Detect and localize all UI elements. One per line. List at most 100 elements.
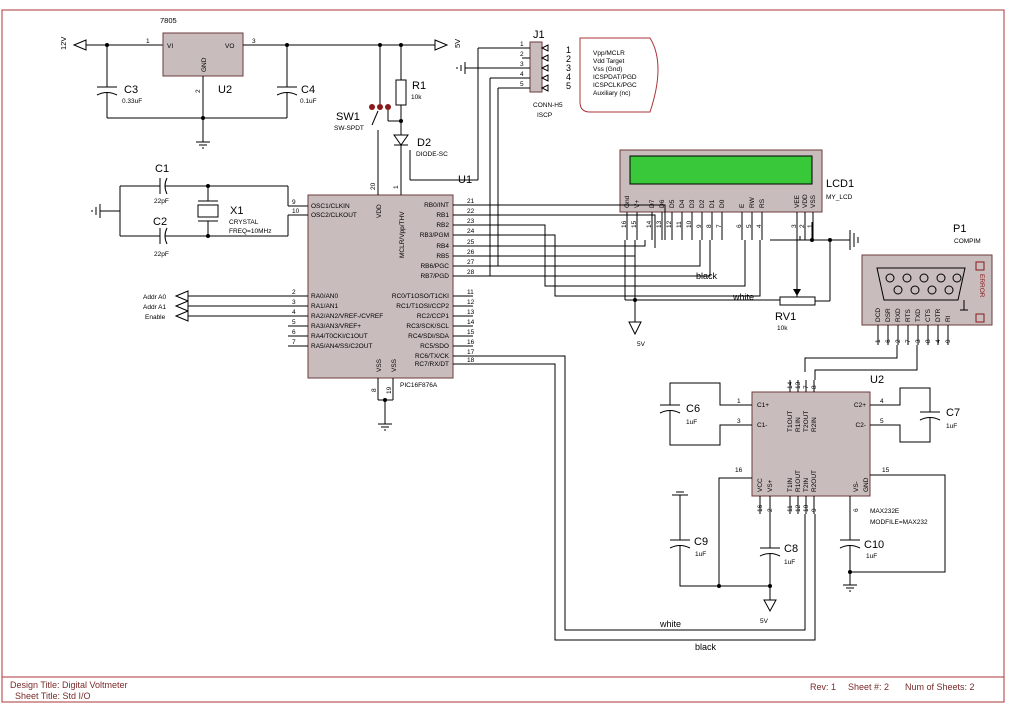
max-pin-name: T2IN [803, 478, 810, 492]
regulator-pin-gnd: 2 [195, 89, 202, 93]
p1-pin-name: DTR [935, 308, 942, 322]
c9-value: 1uF [695, 551, 706, 558]
max-pin-num: 9 [811, 508, 818, 512]
max-pin-num: 15 [882, 467, 890, 474]
oscillator: C1 22pF C2 22pF X1 CRYSTAL FREQ=10MHz [91, 163, 308, 258]
max-pin-name: VS+ [767, 479, 774, 492]
plug-pin-num: 1 [566, 45, 571, 55]
max-pin-num: 11 [787, 505, 794, 512]
c8-ref: C8 [784, 543, 798, 555]
u2b-part: MAX232E [870, 508, 900, 515]
regulator-pin-out: 3 [252, 38, 256, 45]
p1-ref: P1 [953, 223, 966, 235]
u1-pin-num: 27 [467, 259, 475, 266]
lcd-pin-name: RW [749, 196, 756, 208]
max-pin-num: 10 [803, 504, 810, 512]
u1-pin-name: RC6/TX/CK [415, 353, 450, 360]
lcd-pin-name: RS [759, 198, 766, 208]
u1-pin-num: 5 [292, 319, 296, 326]
lcd-screen [629, 155, 813, 185]
lcd-pin-name: D6 [659, 199, 666, 208]
u1-pin-name: RA1/AN1 [311, 303, 338, 310]
rev-label: Rev: 1 [810, 682, 836, 692]
max-pin-name: C2+ [854, 402, 866, 409]
r1-value: 10k [411, 94, 422, 101]
p1-pin-name: RTS [905, 308, 912, 322]
j1-ref: J1 [533, 29, 545, 41]
lcd-pin-num: 15 [631, 220, 638, 228]
plug-pin-label: Vss (Gnd) [593, 66, 622, 73]
max-supply-label: 5V [760, 618, 769, 625]
lcd-pin-num: 9 [696, 224, 703, 228]
u1-pin-num: 7 [292, 339, 296, 346]
x1-freq: FREQ=10MHz [229, 228, 271, 235]
u1-pin-name: RC0/T1OSO/T1CKI [392, 293, 449, 300]
u1-pin-num: 9 [292, 199, 296, 206]
u1-pin-num: 2 [292, 289, 296, 296]
p1-pin-name: DSR [885, 308, 892, 322]
u1-pin-name: OSC2/CLKOUT [311, 212, 357, 219]
regulator-vi: VI [167, 43, 173, 50]
u2b-model: MODFILE=MAX232 [870, 519, 928, 526]
u1-pin-num: 13 [467, 309, 475, 316]
wire-label-black-1: black [696, 271, 718, 281]
u1-pin-num: 12 [467, 299, 475, 306]
u1-pin-name: RB1 [436, 212, 449, 219]
j1-pin-num: 5 [520, 81, 524, 88]
max-pin-name: T1OUT [787, 411, 794, 432]
regulator-pin-in: 1 [146, 38, 150, 45]
c6-value: 1uF [686, 419, 697, 426]
u1-pin-num: 24 [467, 228, 475, 235]
j1-part: CONN-H5 [533, 102, 563, 109]
enable-label: Enable [145, 314, 166, 321]
db9-connector-icon [876, 267, 966, 301]
c1-ref: C1 [155, 163, 169, 175]
u1-pin-num: 18 [467, 357, 475, 364]
lcd-pin-name: D7 [649, 199, 656, 208]
wire-label-white-1: white [732, 292, 754, 302]
lcd-part: MY_LCD [826, 194, 853, 201]
max-pin-num: 14 [787, 381, 794, 389]
output-arrow-icon [434, 39, 449, 51]
u1-pin-num: 23 [467, 218, 475, 225]
u1-pin-name: RA4/T0CKI/C1OUT [311, 333, 368, 340]
p1-pin-num: 9 [945, 339, 952, 343]
lcd-pin-name: D3 [689, 199, 696, 208]
icsp-plug-outline [579, 37, 659, 113]
u1-pin20-num: 20 [370, 182, 377, 190]
p1-pin-num: 4 [935, 339, 942, 343]
u1-pin-num: 6 [292, 329, 296, 336]
max-pin-name: R1IN [795, 417, 802, 432]
compim: ERROR P1 COMPIM DCD1DSR6RXD2RTS7TXD3CTS8… [861, 223, 993, 345]
lcd-pin-num: 4 [756, 224, 763, 228]
max-pin-name: C1+ [757, 402, 769, 409]
plug-pin-num: 3 [566, 63, 571, 73]
u1-ref: U1 [458, 174, 472, 186]
u1-pin-name: RA5/AN4/SS/C2OUT [311, 343, 372, 350]
u1-pin-num: 21 [467, 198, 475, 205]
lcd-pin-num: 5 [746, 224, 753, 228]
j1-pin-num: 2 [520, 51, 524, 58]
rv1-ref: RV1 [775, 311, 796, 323]
c8-value: 1uF [784, 559, 795, 566]
p1-pin-num: 1 [875, 339, 882, 343]
d2-ref: D2 [417, 137, 431, 149]
max-pin-name: R2IN [811, 417, 818, 432]
u2b-ref: U2 [870, 374, 884, 386]
c4-value: 0.1uF [300, 98, 317, 105]
max-pin-name: C2- [856, 422, 866, 429]
p1-pin-num: 8 [925, 339, 932, 343]
u1-pin-num: 22 [467, 208, 475, 215]
u1-pin-name: RB3/PGM [420, 232, 449, 239]
j1-pin-arrow-icon [540, 84, 549, 92]
address-lines: Addr A0 Addr A1 Enable [143, 290, 288, 322]
c6-ref: C6 [686, 403, 700, 415]
u1-pin-name: RC4/SDI/SDA [408, 333, 449, 340]
p1-part: COMPIM [954, 238, 981, 245]
lcd-pin-num: 14 [646, 220, 653, 228]
lcd-pin-name: D2 [699, 199, 706, 208]
p1-pin-num: 6 [885, 339, 892, 343]
j1-pin-arrow-icon [540, 74, 549, 82]
c2-ref: C2 [153, 216, 167, 228]
